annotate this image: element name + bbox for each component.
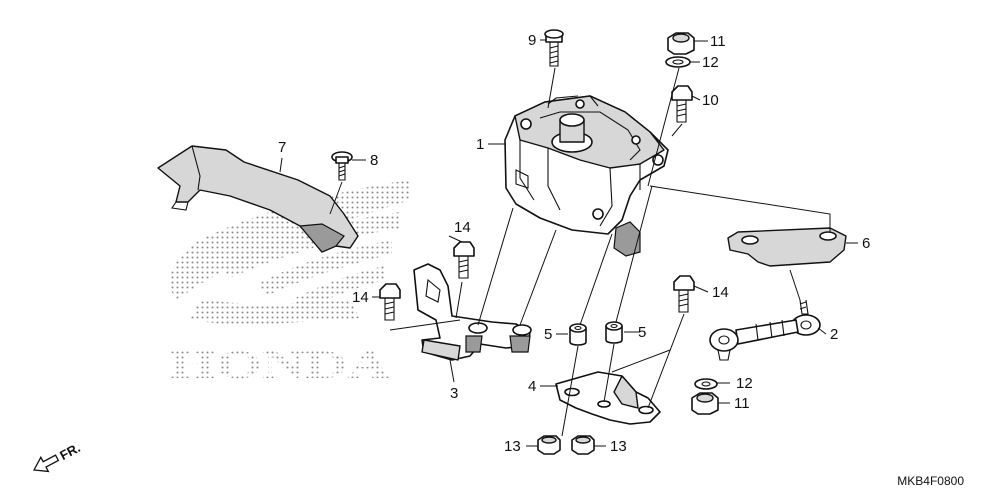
part-1-actuator bbox=[504, 95, 669, 257]
bolt-9 bbox=[544, 29, 564, 67]
washer-12-bottom bbox=[694, 378, 718, 390]
bolt-14-b bbox=[379, 283, 401, 321]
callout-4: 4 bbox=[528, 378, 536, 395]
callout-11-bottom: 11 bbox=[734, 395, 750, 412]
part-7-stay bbox=[157, 145, 359, 253]
front-direction-label: FR. bbox=[57, 440, 83, 463]
callout-12-top: 12 bbox=[702, 54, 719, 71]
callout-9: 9 bbox=[528, 32, 536, 49]
assembly-lines bbox=[329, 67, 831, 437]
callout-5-a: 5 bbox=[544, 326, 552, 343]
nut-11-bottom bbox=[691, 392, 719, 415]
collar-5-b bbox=[605, 321, 623, 344]
callout-1: 1 bbox=[476, 136, 484, 153]
callout-13-b: 13 bbox=[610, 438, 627, 455]
part-2-link-rod bbox=[709, 299, 821, 361]
callout-14-a: 14 bbox=[454, 219, 471, 236]
callout-2: 2 bbox=[830, 326, 838, 343]
callout-8: 8 bbox=[370, 152, 378, 169]
callout-leaders bbox=[279, 39, 858, 447]
honda-wing-logo-watermark: HONDA bbox=[169, 180, 410, 387]
callout-6: 6 bbox=[862, 235, 870, 252]
washer-12-top bbox=[665, 56, 691, 68]
part-4-lower-bracket bbox=[555, 371, 661, 425]
bolt-14-a bbox=[453, 241, 475, 279]
callout-5-b: 5 bbox=[638, 324, 646, 341]
callout-10: 10 bbox=[702, 92, 719, 109]
front-direction-arrow: FR. bbox=[32, 440, 83, 473]
part-3-bracket bbox=[413, 263, 532, 361]
callout-13-a: 13 bbox=[504, 438, 521, 455]
bolt-8 bbox=[331, 151, 353, 181]
bolt-14-c bbox=[673, 275, 695, 313]
callout-3: 3 bbox=[450, 385, 458, 402]
bolt-10 bbox=[671, 85, 693, 123]
callout-11-top: 11 bbox=[710, 33, 726, 50]
callout-7: 7 bbox=[278, 139, 286, 156]
collar-5-a bbox=[569, 323, 587, 346]
nut-13-b bbox=[571, 435, 595, 455]
callout-14-b: 14 bbox=[352, 289, 369, 306]
callout-14-c: 14 bbox=[712, 284, 729, 301]
part-6-cover bbox=[727, 227, 847, 267]
callout-labels: 1 2 3 4 5 5 6 7 8 9 11 12 10 12 11 13 13… bbox=[278, 32, 870, 455]
diagram-code: MKB4F0800 bbox=[897, 474, 964, 488]
honda-watermark-text: HONDA bbox=[170, 342, 390, 387]
nut-11-top bbox=[667, 32, 695, 55]
nut-13-a bbox=[537, 435, 561, 455]
callout-12-bottom: 12 bbox=[736, 375, 753, 392]
